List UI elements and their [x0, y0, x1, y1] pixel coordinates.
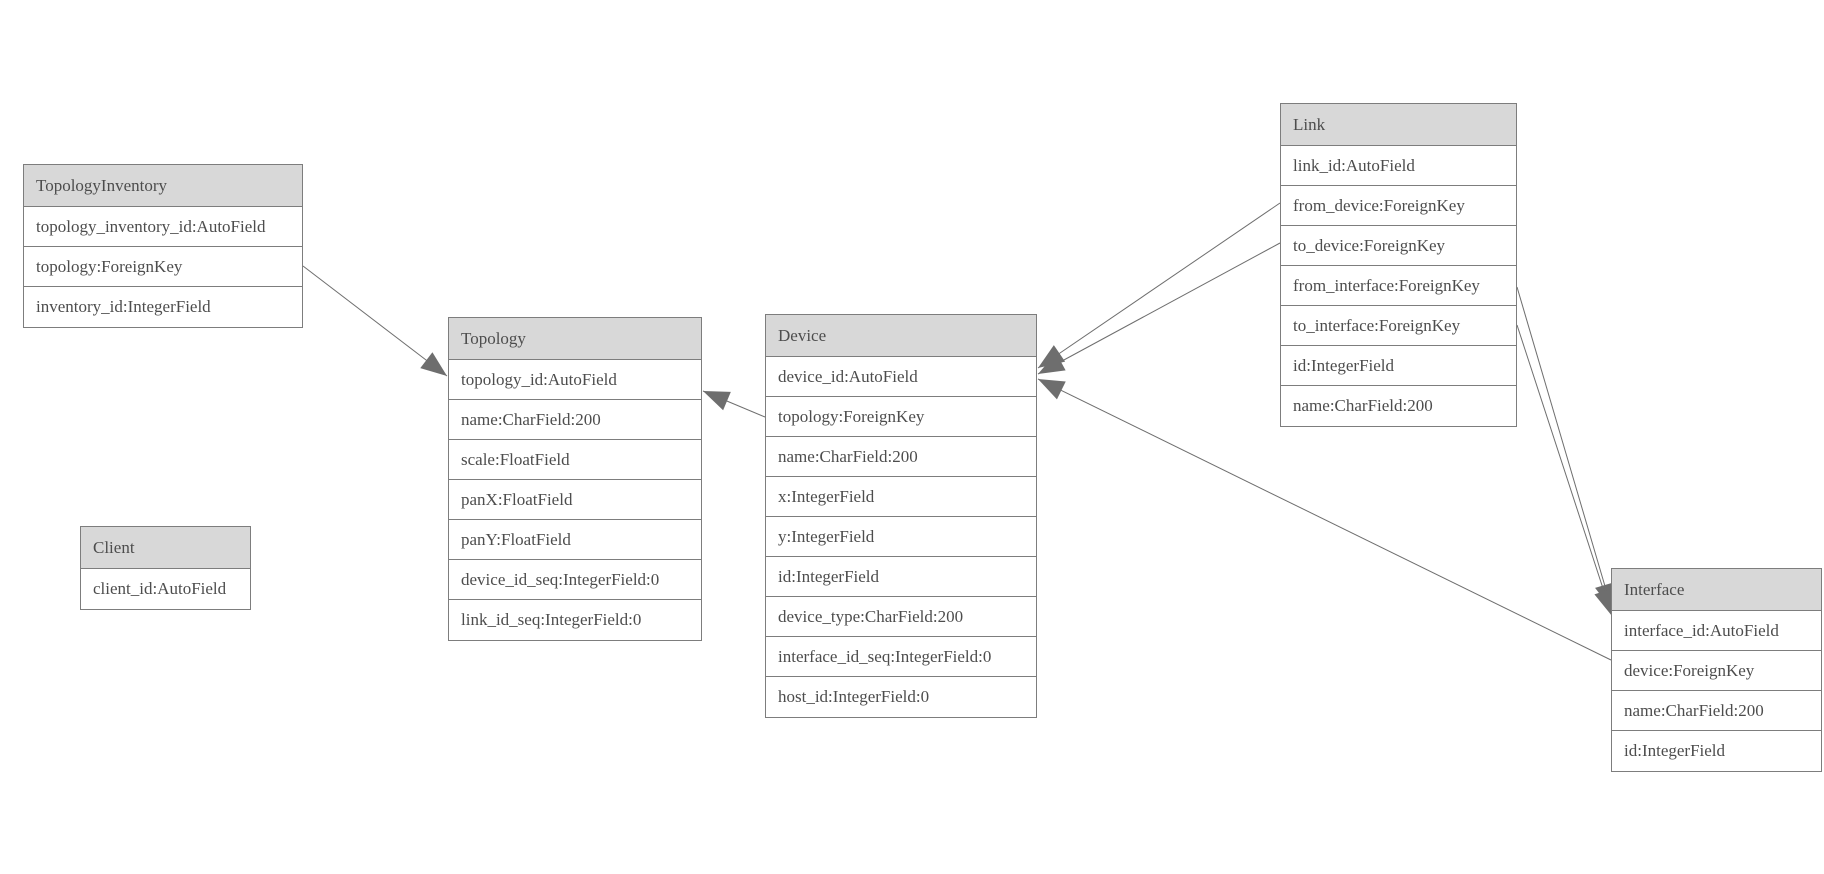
edge-device-topology	[702, 390, 766, 418]
field-row: topology:ForeignKey	[766, 397, 1036, 437]
field-row: device:ForeignKey	[1612, 651, 1821, 691]
entity-title: Topology	[449, 318, 701, 360]
field-row: device_id_seq:IntegerField:0	[449, 560, 701, 600]
edge-link-from-device	[1037, 202, 1281, 369]
field-row: interface_id:AutoField	[1612, 611, 1821, 651]
field-row: panX:FloatField	[449, 480, 701, 520]
edge-link-to-interface	[1516, 324, 1614, 617]
field-row: id:IntegerField	[766, 557, 1036, 597]
field-row: inventory_id:IntegerField	[36, 297, 211, 316]
field-row: client_id:AutoField	[93, 579, 227, 598]
field-row: link_id_seq:IntegerField:0	[461, 610, 642, 629]
field-row: scale:FloatField	[449, 440, 701, 480]
field-row: device_type:CharField:200	[766, 597, 1036, 637]
field-row: name:CharField:200	[1293, 396, 1433, 415]
field-row: y:IntegerField	[766, 517, 1036, 557]
field-row: topology:ForeignKey	[24, 247, 302, 287]
entity-title: Device	[766, 315, 1036, 357]
field-row: to_interface:ForeignKey	[1281, 306, 1516, 346]
field-row: x:IntegerField	[766, 477, 1036, 517]
field-row: panY:FloatField	[449, 520, 701, 560]
field-row: from_device:ForeignKey	[1281, 186, 1516, 226]
field-row: topology_inventory_id:AutoField	[24, 207, 302, 247]
edge-topologyinventory-topology	[302, 265, 448, 377]
entity-title: TopologyInventory	[24, 165, 302, 207]
field-row: name:CharField:200	[449, 400, 701, 440]
edge-link-to-device	[1037, 242, 1281, 375]
field-row: id:IntegerField	[1281, 346, 1516, 386]
field-row: device_id:AutoField	[766, 357, 1036, 397]
field-row: name:CharField:200	[766, 437, 1036, 477]
entity-title: Link	[1281, 104, 1516, 146]
field-row: to_device:ForeignKey	[1281, 226, 1516, 266]
field-row: host_id:IntegerField:0	[778, 687, 930, 706]
entity-client: Client client_id:AutoField	[80, 526, 251, 610]
field-row: topology_id:AutoField	[449, 360, 701, 400]
field-row: name:CharField:200	[1612, 691, 1821, 731]
entity-title: Client	[81, 527, 250, 569]
field-row: link_id:AutoField	[1281, 146, 1516, 186]
field-row: interface_id_seq:IntegerField:0	[766, 637, 1036, 677]
field-row: id:IntegerField	[1624, 741, 1726, 760]
field-row: from_interface:ForeignKey	[1281, 266, 1516, 306]
entity-title: Interface	[1612, 569, 1821, 611]
edge-link-from-interface	[1516, 286, 1615, 611]
